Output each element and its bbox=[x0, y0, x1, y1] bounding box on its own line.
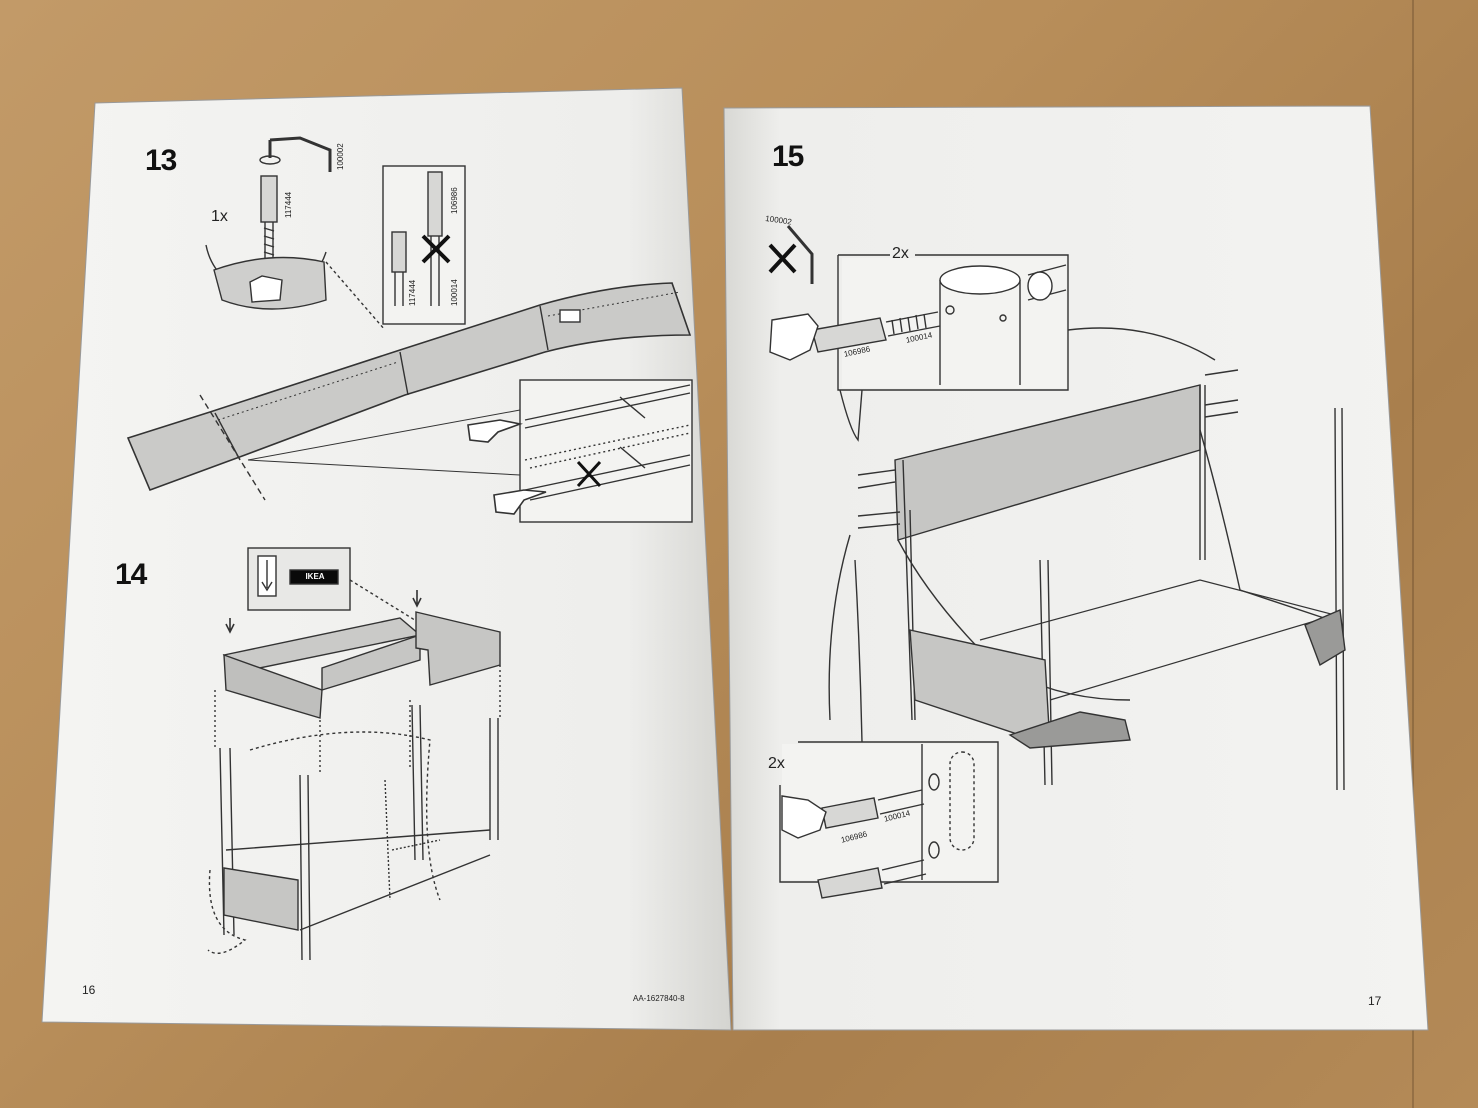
step13-qty: 1x bbox=[211, 208, 228, 225]
step13-tool-code: 100002 bbox=[336, 143, 345, 170]
right-page-number: 17 bbox=[1368, 994, 1382, 1008]
step13-compare-right-bottom-code: 100014 bbox=[450, 279, 459, 306]
step13-compare-left-code: 117444 bbox=[408, 279, 417, 306]
step13-illustration bbox=[126, 136, 693, 523]
left-page-number: 16 bbox=[82, 983, 96, 997]
document-code: AA-1627840-8 bbox=[633, 994, 685, 1003]
cardboard-seam bbox=[1412, 0, 1414, 1108]
step13-bolt-code: 117444 bbox=[284, 191, 293, 218]
step13-number: 13 bbox=[145, 144, 177, 177]
step15-illustration bbox=[768, 225, 1346, 899]
step15-qty-top: 2x bbox=[892, 245, 909, 262]
step14-number: 14 bbox=[115, 558, 147, 591]
step13-compare-right-top-code: 106986 bbox=[450, 187, 459, 214]
step15-number: 15 bbox=[772, 140, 804, 173]
step15-qty-bottom: 2x bbox=[768, 755, 785, 772]
step14-ikea-label: IKEA bbox=[305, 572, 325, 581]
step14-illustration bbox=[207, 547, 501, 961]
